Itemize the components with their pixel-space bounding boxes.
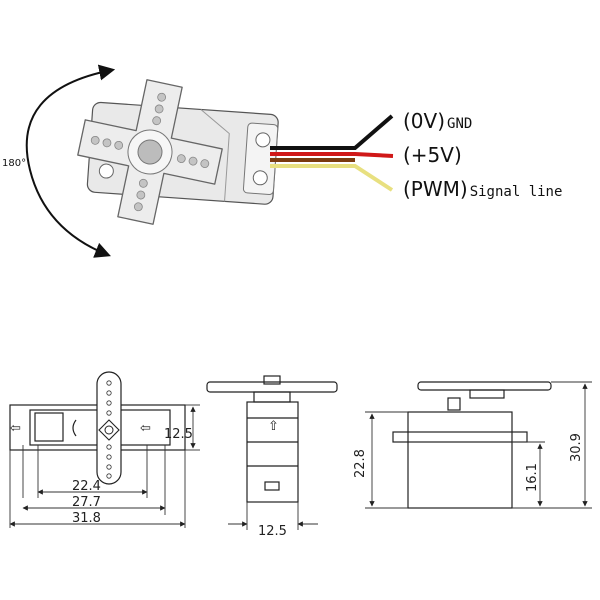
wire-label-power: (+5V)	[403, 143, 462, 167]
dim-12-5-height: 12.5	[164, 427, 193, 442]
wire-label-signal: (PWM)Signal line	[403, 177, 562, 201]
rotation-angle-label: 180°	[2, 158, 26, 169]
wire-signal	[270, 164, 394, 192]
side-body	[246, 401, 299, 503]
profile-body	[407, 411, 513, 509]
mount-hole-left	[98, 163, 114, 179]
mount-hole-right	[255, 132, 271, 148]
mount-hole-right-bottom	[252, 170, 268, 186]
front-gear-housing	[34, 412, 64, 442]
wire-label-gnd: (0V)GND	[403, 109, 472, 133]
side-view: ⇧ 12.5	[206, 375, 338, 539]
servo-horn	[77, 79, 223, 225]
svg-text:⇧: ⇧	[268, 419, 279, 434]
dim-22-8: 22.8	[353, 449, 368, 478]
dim-31-8: 31.8	[72, 511, 101, 526]
rotation-arrow	[25, 64, 116, 258]
dim-30-9: 30.9	[569, 433, 584, 462]
profile-horn	[417, 381, 552, 391]
front-view: ⇦ ⇦ 22.4 27.7 31.8 12.5	[9, 371, 200, 528]
servo-cable	[270, 114, 394, 192]
profile-mount-flange	[392, 431, 528, 443]
dim-12-5-width: 12.5	[258, 524, 287, 539]
dim-16-1: 16.1	[525, 463, 540, 492]
horn-center-screw	[137, 139, 163, 165]
profile-view: 22.8 16.1 30.9	[353, 381, 592, 509]
wire-gnd	[270, 114, 394, 150]
wire-power	[270, 152, 394, 158]
dim-22-4: 22.4	[72, 479, 101, 494]
dim-27-7: 27.7	[72, 495, 101, 510]
svg-text:⇦: ⇦	[10, 421, 21, 436]
servo-illustration: 180°	[2, 64, 562, 258]
svg-text:⇦: ⇦	[140, 421, 151, 436]
